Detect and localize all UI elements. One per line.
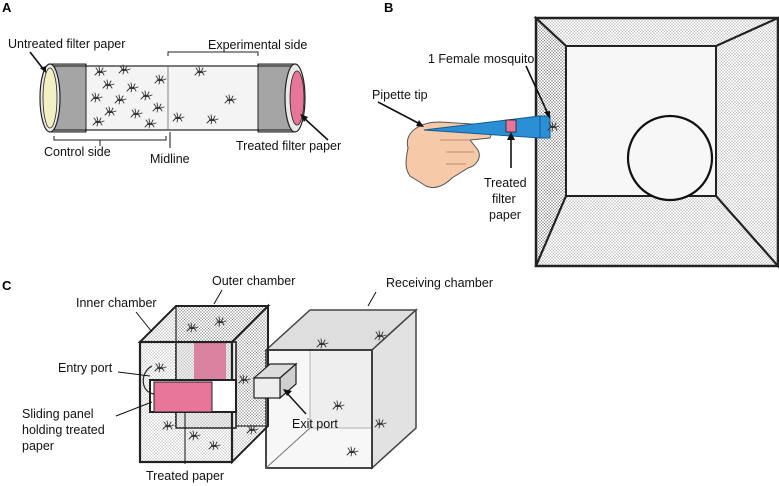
untreated-arrow <box>29 51 45 71</box>
label-sliding-line-2: holding treated <box>22 423 105 437</box>
mosquito-arrow <box>525 65 549 115</box>
label-outer-chamber: Outer chamber <box>212 274 295 288</box>
inner-arrow <box>135 311 153 333</box>
tube-assay <box>39 63 306 133</box>
label-treated-line-3: paper <box>489 208 521 222</box>
experimental-side-bracket <box>167 51 259 56</box>
panel-a-letter: A <box>2 0 12 15</box>
sliding-arrow <box>115 401 153 417</box>
entry-arrow <box>117 371 151 377</box>
pipette-arrow <box>377 101 421 125</box>
label-treated-line-2: filter <box>492 192 516 206</box>
label-untreated-filter-paper: Untreated filter paper <box>8 37 125 51</box>
hand <box>405 121 492 189</box>
label-treated-filter-paper: Treated filter paper <box>236 139 341 153</box>
treated-filter-paper-disc <box>289 70 305 126</box>
entry-port-opening <box>142 365 155 395</box>
receiving-chamber <box>264 308 418 470</box>
label-pipette-tip: Pipette tip <box>372 88 428 102</box>
panel-c-letter: C <box>2 278 12 293</box>
panel-a: A <box>2 0 341 166</box>
label-receiving-chamber: Receiving chamber <box>386 276 493 290</box>
cage-access-hole <box>626 114 714 202</box>
label-control-side: Control side <box>44 145 111 159</box>
label-sliding-line-1: Sliding panel <box>22 407 94 421</box>
treated-paper-swatch <box>153 381 213 413</box>
label-treated-paper: Treated paper <box>146 469 224 483</box>
label-experimental-side: Experimental side <box>208 38 307 52</box>
control-side-bracket <box>53 136 167 141</box>
label-sliding-line-3: paper <box>22 439 54 453</box>
label-midline: Midline <box>150 152 190 166</box>
label-entry-port: Entry port <box>58 361 113 375</box>
receiving-arrow <box>367 291 377 307</box>
label-inner-chamber: Inner chamber <box>76 296 157 310</box>
label-exit-port: Exit port <box>292 417 338 431</box>
outer-chamber <box>137 303 271 465</box>
tube-body <box>47 65 299 131</box>
panel-c: C <box>2 274 493 483</box>
outer-arrow <box>213 289 223 305</box>
panel-b-letter: B <box>384 0 393 15</box>
panel-b: B <box>372 0 779 269</box>
pipette-treated-filter-paper <box>505 119 517 133</box>
exit-arrow <box>285 391 307 415</box>
untreated-filter-paper-disc <box>42 67 58 129</box>
label-treated-line-1: Treated <box>484 176 527 190</box>
treated-arrow <box>303 117 329 141</box>
label-female-mosquito: 1 Female mosquito <box>428 52 534 66</box>
mesh-cage <box>533 15 779 269</box>
